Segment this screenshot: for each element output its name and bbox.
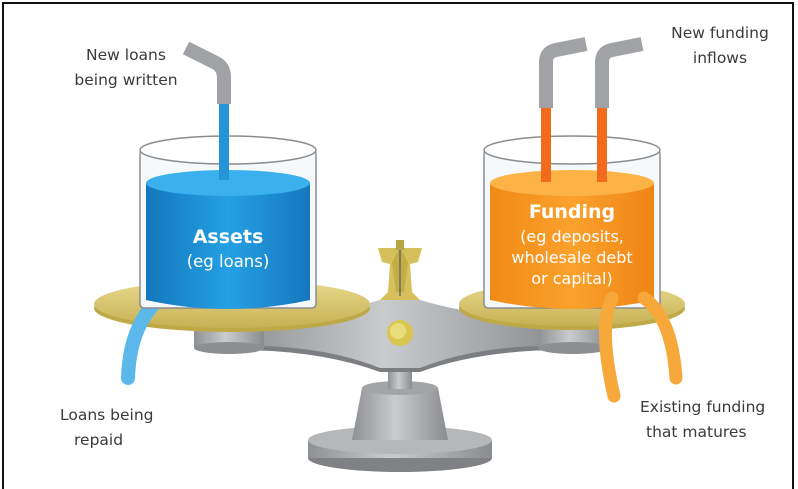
new-funding-inflow-pipes bbox=[539, 37, 644, 182]
loans-repaid-label-line2: repaid bbox=[74, 431, 123, 449]
new-loans-label-line1: New loans bbox=[86, 46, 166, 64]
new-loans-inflow-pipe bbox=[182, 41, 231, 180]
new-funding-label-line2: inflows bbox=[693, 49, 747, 67]
existing-funding-outflows bbox=[598, 291, 683, 403]
existing-funding-label-line2: that matures bbox=[646, 423, 747, 441]
funding-container bbox=[483, 135, 661, 309]
funding-title: Funding bbox=[529, 201, 615, 223]
funding-subtitle-line2: wholesale debt bbox=[511, 248, 632, 267]
new-loans-label-line2: being written bbox=[74, 71, 177, 89]
existing-funding-label-line1: Existing funding bbox=[640, 398, 765, 416]
new-funding-label-line1: New funding bbox=[671, 24, 769, 42]
assets-container bbox=[139, 135, 317, 309]
fulcrum-indicator bbox=[378, 240, 422, 300]
funding-subtitle-line3: or capital) bbox=[531, 269, 612, 288]
assets-title: Assets bbox=[193, 226, 264, 248]
assets-subtitle: (eg loans) bbox=[187, 252, 270, 271]
loans-repaid-label-line1: Loans being bbox=[60, 406, 154, 424]
pivot-knob bbox=[387, 320, 413, 346]
scale-base bbox=[308, 355, 492, 472]
funding-subtitle-line1: (eg deposits, bbox=[520, 227, 624, 246]
